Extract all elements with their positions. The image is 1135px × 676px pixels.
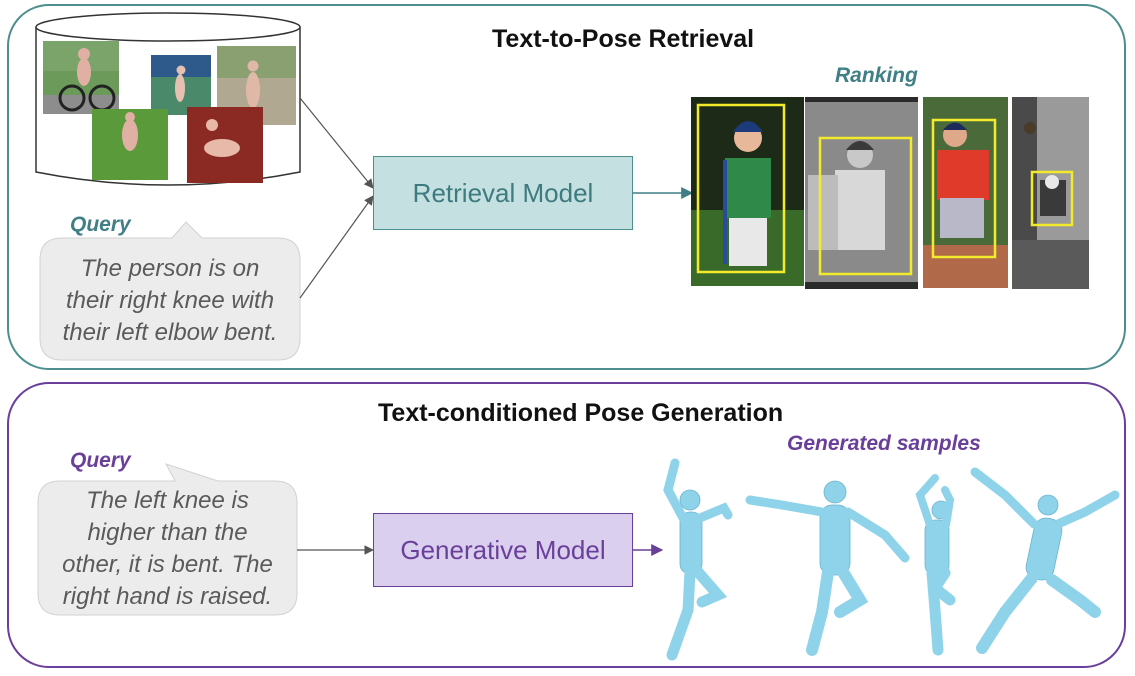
- query-label-bottom: Query: [70, 449, 131, 472]
- ranked-photo-3: [923, 97, 1008, 288]
- database-thumbnail-tennis: [151, 55, 211, 115]
- database-thumbnail-cyclist: [43, 41, 119, 114]
- ranking-label: Ranking: [835, 64, 918, 87]
- generation-panel: [7, 382, 1126, 668]
- generative-model-box: Generative Model: [373, 513, 633, 587]
- database-to-model-arrow: [299, 97, 374, 189]
- generated-figure-2: [745, 480, 910, 656]
- ranked-photo-2: [805, 97, 918, 289]
- query-to-model-arrow: [299, 195, 374, 299]
- ranked-photo-1: [691, 97, 804, 286]
- generated-figure-4: [970, 467, 1120, 654]
- generated-figure-3: [915, 474, 956, 656]
- generated-samples-label: Generated samples: [787, 432, 981, 455]
- query-bubble-bottom: [37, 463, 298, 616]
- ranked-photo-4: [1012, 97, 1089, 289]
- retrieval-panel: [7, 4, 1126, 370]
- query-bubble-top: [39, 221, 301, 361]
- query-text-top: The person is on their right knee with t…: [62, 255, 278, 346]
- query-text-bottom: The left knee is higher than the other, …: [62, 487, 273, 610]
- query-label-top: Query: [70, 213, 131, 236]
- generation-title: Text-conditioned Pose Generation: [378, 399, 784, 427]
- generated-figure-1: [663, 458, 733, 661]
- database-thumbnail-reclining: [187, 107, 263, 183]
- database-thumbnail-lunge: [92, 109, 168, 180]
- retrieval-title: Text-to-Pose Retrieval: [492, 25, 755, 53]
- retrieval-model-box: Retrieval Model: [373, 156, 633, 230]
